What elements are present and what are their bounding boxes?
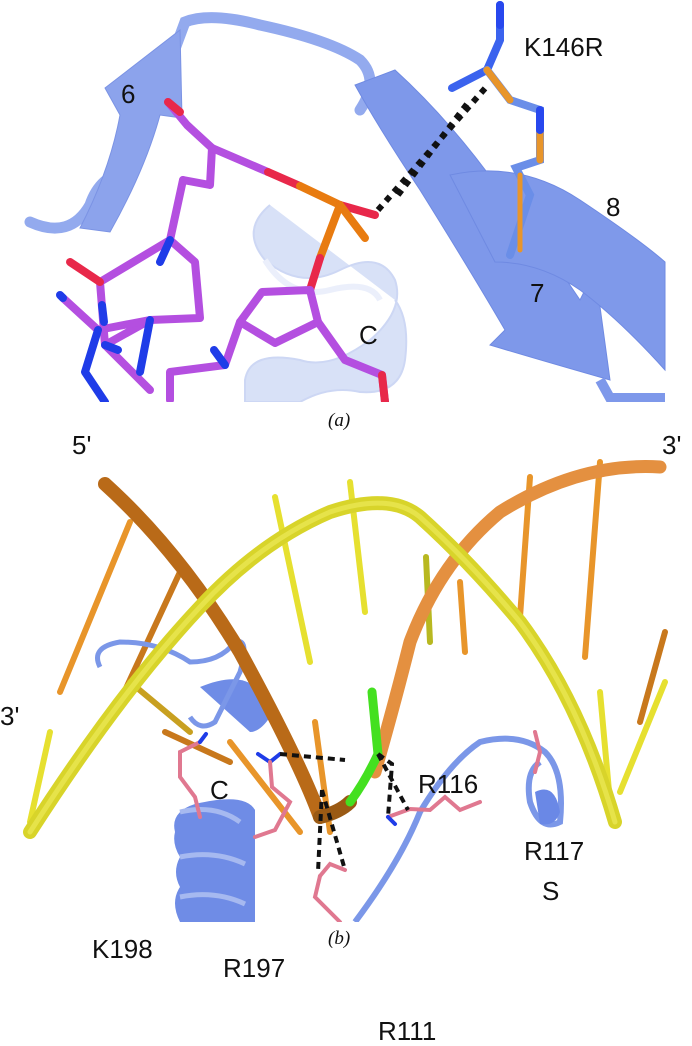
hydrogen-bonds-a bbox=[375, 83, 491, 212]
label-helix-c: C bbox=[210, 775, 229, 805]
strand-6 bbox=[79, 28, 183, 233]
label-r111: R111 bbox=[378, 1016, 437, 1046]
caption-a: (a) bbox=[328, 410, 351, 431]
label-strand-s: S bbox=[542, 876, 560, 906]
label-3-prime-left: 3' bbox=[0, 701, 20, 731]
panel-a: 6 8 7 C K146R bbox=[0, 0, 692, 402]
label-5-prime: 5' bbox=[72, 430, 92, 460]
panel-a-structure bbox=[24, 1, 666, 402]
label-k146r: K146R bbox=[524, 32, 604, 62]
caption-b: (b) bbox=[328, 928, 351, 949]
dna-strand-orange bbox=[98, 477, 327, 824]
label-k198: K198 bbox=[92, 934, 153, 964]
dna-highlight-green bbox=[345, 687, 383, 807]
label-3-prime-top: 3' bbox=[662, 430, 682, 460]
label-helix-c: C bbox=[359, 320, 378, 350]
label-strand-6: 6 bbox=[121, 79, 136, 109]
strand-8 bbox=[449, 170, 666, 372]
label-strand-7: 7 bbox=[530, 278, 545, 308]
label-r117: R117 bbox=[524, 836, 585, 866]
dna-bases bbox=[27, 459, 668, 835]
strand-s-loop bbox=[352, 735, 564, 922]
helix-c-cartoon bbox=[95, 638, 270, 922]
k146r-sidechain bbox=[448, 1, 544, 259]
label-strand-8: 8 bbox=[606, 192, 621, 222]
nucleotide-sticks bbox=[56, 98, 389, 402]
hydrogen-bonds-b bbox=[279, 752, 410, 873]
label-r197: R197 bbox=[223, 953, 286, 983]
panel-b-structure bbox=[23, 459, 668, 922]
label-r116: R116 bbox=[418, 769, 479, 799]
panel-b: 5' 3' 3' C R116 R117 S K198 R197 R111 bbox=[0, 430, 692, 1044]
